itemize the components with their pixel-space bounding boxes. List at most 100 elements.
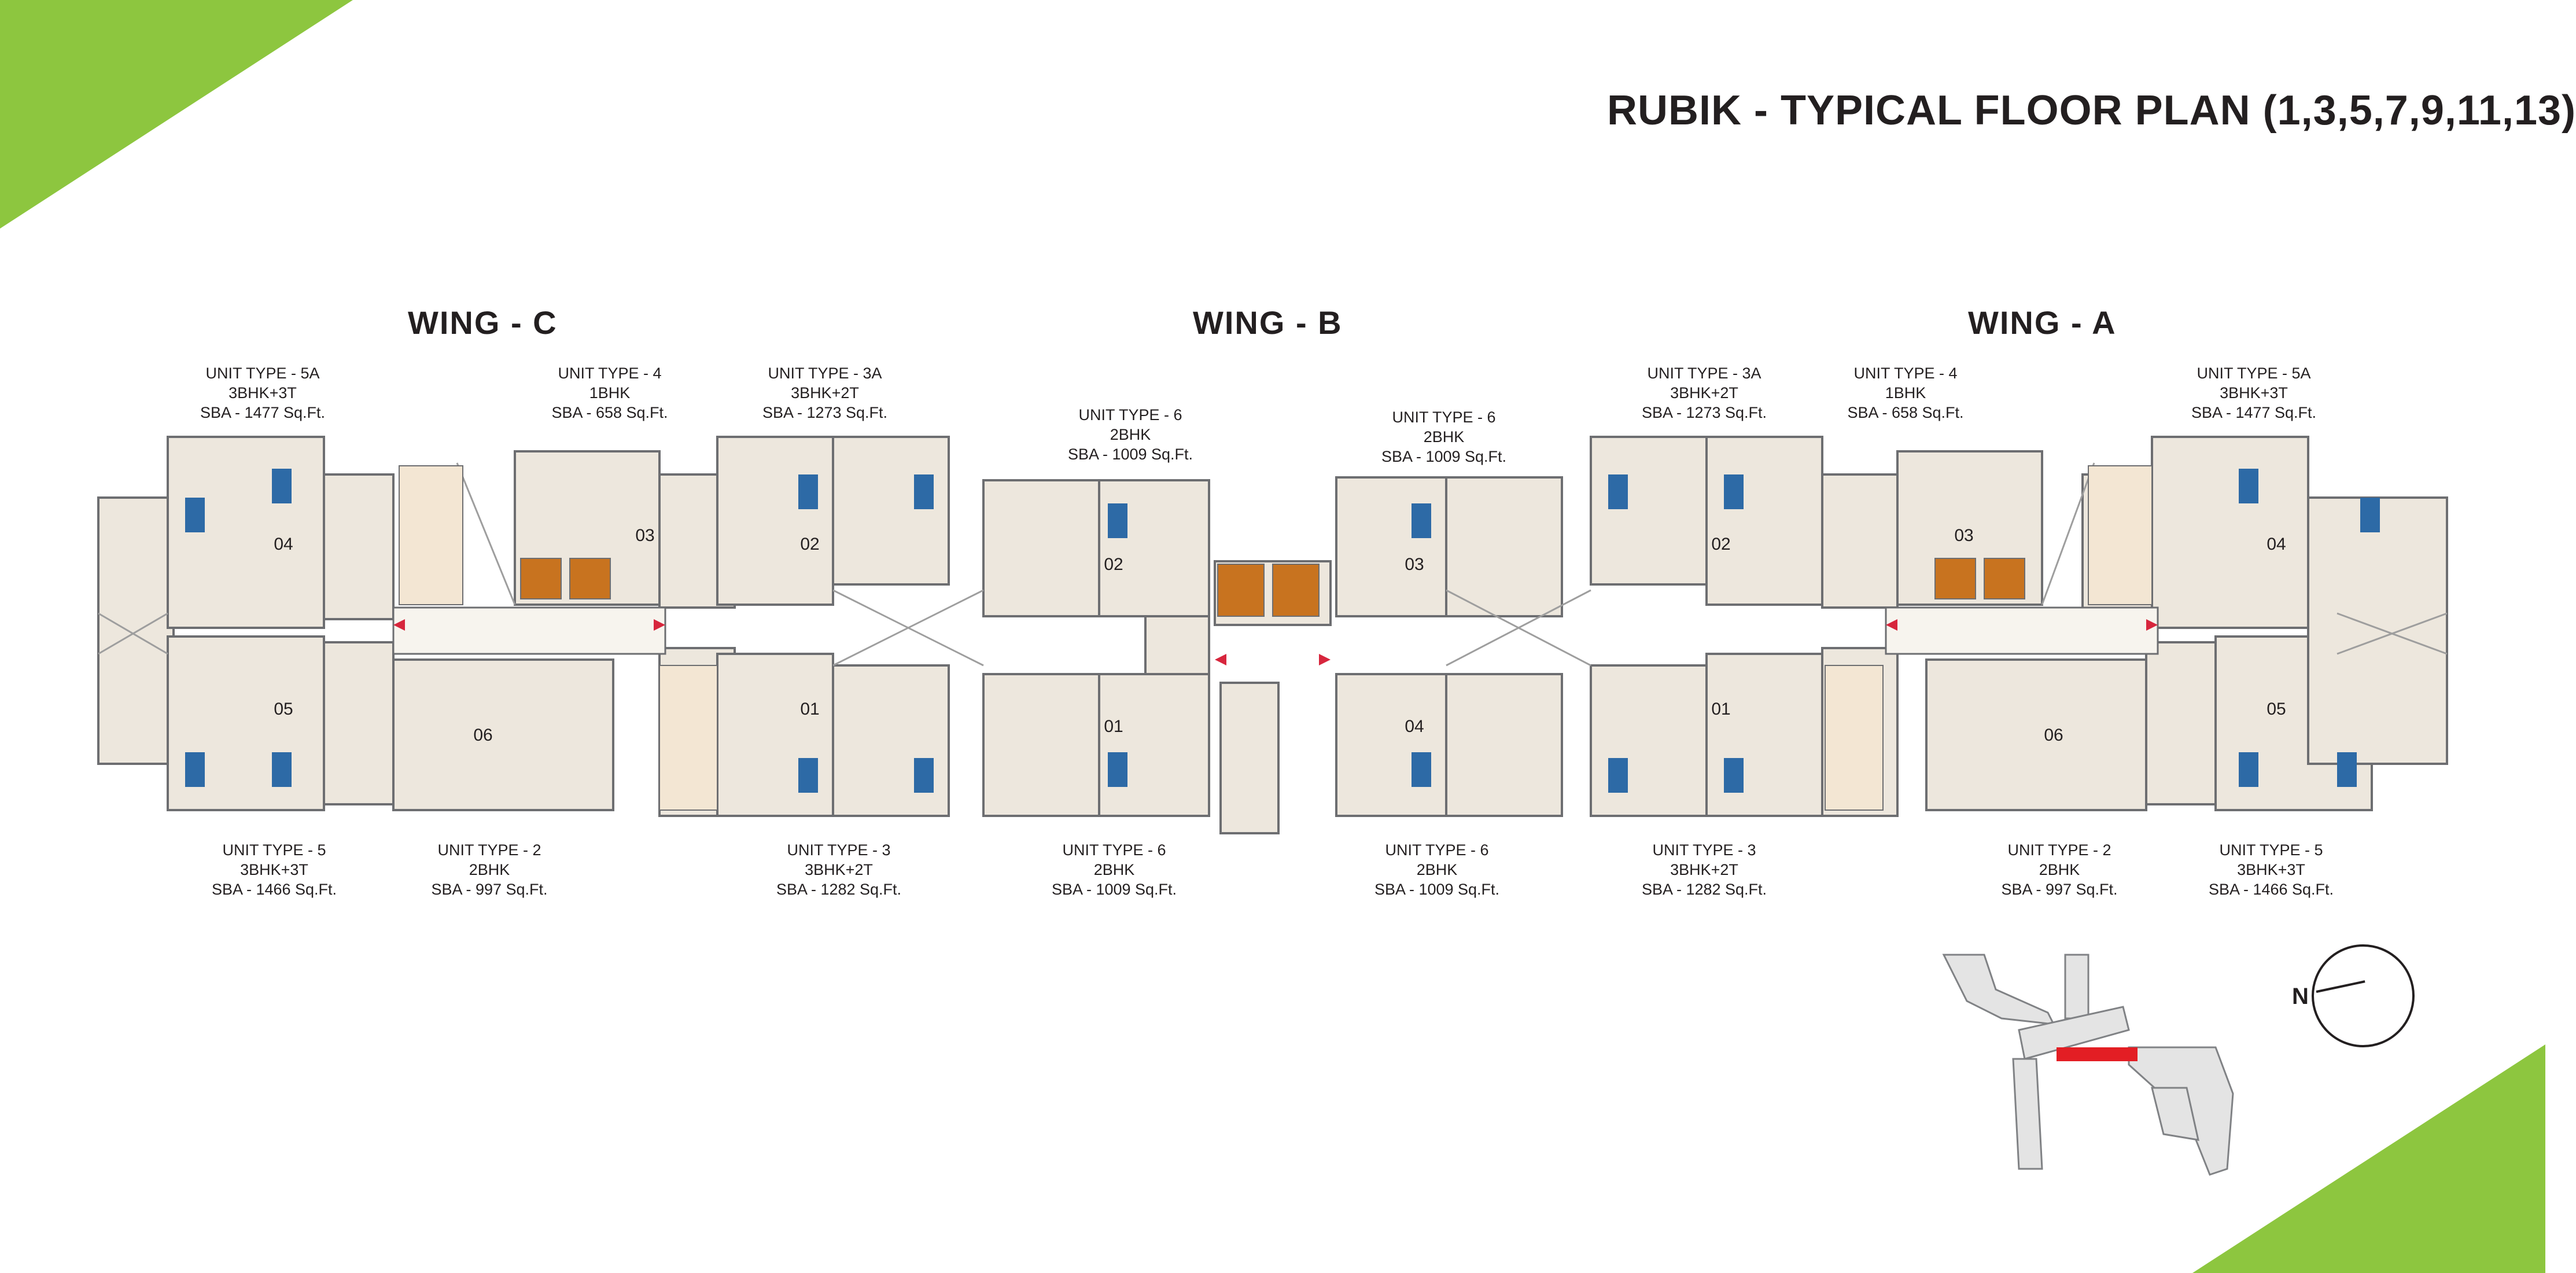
unit-outline — [1925, 658, 2147, 811]
entry-arrow — [654, 619, 665, 631]
keyplan-block — [2064, 954, 2089, 1020]
wing-b-label: WING - B — [1193, 304, 1343, 341]
unit-outline — [97, 496, 175, 765]
key-plan — [1942, 954, 2234, 1176]
lift — [520, 558, 562, 599]
unit-number: 02 — [1711, 535, 1730, 554]
bed — [2337, 752, 2357, 787]
corridor — [1885, 606, 2159, 655]
unit-outline — [1335, 476, 1447, 617]
unit-outline — [392, 658, 614, 811]
wing-a-label: WING - A — [1968, 304, 2117, 341]
keyplan-block — [2018, 1006, 2130, 1060]
cutout-line — [2041, 462, 2095, 605]
bed — [798, 474, 818, 509]
bed — [185, 498, 205, 532]
bed — [914, 758, 934, 793]
staircase — [659, 665, 718, 811]
staircase — [2088, 465, 2153, 605]
unit-number: 02 — [800, 535, 819, 554]
wing-b-plan — [982, 476, 1563, 834]
cutout-line — [2337, 612, 2448, 655]
unit-number: 05 — [2267, 700, 2286, 719]
unit-outline — [982, 673, 1100, 817]
lift — [1217, 564, 1265, 617]
bed — [185, 752, 205, 787]
keyplan-block — [1942, 954, 2055, 1025]
unit-outline — [716, 436, 834, 606]
bed — [1608, 758, 1628, 793]
unit-outline — [2145, 641, 2217, 805]
unit-number: 04 — [2267, 535, 2286, 554]
staircase — [399, 465, 463, 605]
bed — [1108, 752, 1127, 787]
unit-outline — [1445, 476, 1563, 617]
bed — [1412, 752, 1431, 787]
unit-number: 02 — [1104, 555, 1123, 574]
unit-number: 03 — [635, 526, 654, 545]
bed — [2239, 752, 2258, 787]
entry-arrow — [2146, 619, 2158, 631]
bed — [2239, 469, 2258, 503]
unit-number: 03 — [1405, 555, 1424, 574]
entry-arrow — [1886, 619, 1897, 631]
unit-outline — [1335, 673, 1447, 817]
corridor — [392, 606, 666, 655]
unit-number: 01 — [800, 700, 819, 719]
compass-north-label: N — [2292, 984, 2309, 1009]
cutout-line — [98, 612, 168, 655]
entry-arrow — [1215, 654, 1226, 665]
bed — [272, 469, 292, 503]
unit-outline — [1705, 436, 1823, 606]
bed — [272, 752, 292, 787]
unit-outline — [323, 641, 395, 805]
unit-outline — [2151, 436, 2309, 629]
wing-c-label: WING - C — [408, 304, 558, 341]
keyplan-block — [2012, 1058, 2043, 1170]
entry-arrow — [393, 619, 405, 631]
unit-number: 04 — [274, 535, 293, 554]
unit-number: 06 — [473, 726, 492, 745]
page-title: RUBIK - TYPICAL FLOOR PLAN (1,3,5,7,9,11… — [1607, 87, 2576, 134]
unit-outline — [1590, 664, 1708, 817]
bed — [1412, 503, 1431, 538]
cutout-line — [1446, 589, 1591, 667]
entry-arrow — [1319, 654, 1331, 665]
unit-outline — [1445, 673, 1563, 817]
unit-outline — [832, 436, 950, 586]
unit-number: 04 — [1405, 717, 1424, 736]
bed — [1108, 503, 1127, 538]
cutout-line — [456, 462, 516, 605]
compass-circle — [2312, 944, 2415, 1047]
unit-number: 01 — [1711, 700, 1730, 719]
lift — [1272, 564, 1320, 617]
cutout-line — [832, 589, 984, 667]
lift — [1934, 558, 1976, 599]
unit-outline — [1821, 473, 1899, 609]
staircase — [1825, 665, 1884, 811]
staircase — [1219, 682, 1280, 834]
unit-outline — [1590, 436, 1708, 586]
unit-outline — [1098, 479, 1210, 617]
unit-outline — [982, 479, 1100, 617]
unit-number: 03 — [1954, 526, 1973, 545]
bed — [914, 474, 934, 509]
bed — [1724, 474, 1744, 509]
unit-number: 05 — [274, 700, 293, 719]
bed — [1724, 758, 1744, 793]
